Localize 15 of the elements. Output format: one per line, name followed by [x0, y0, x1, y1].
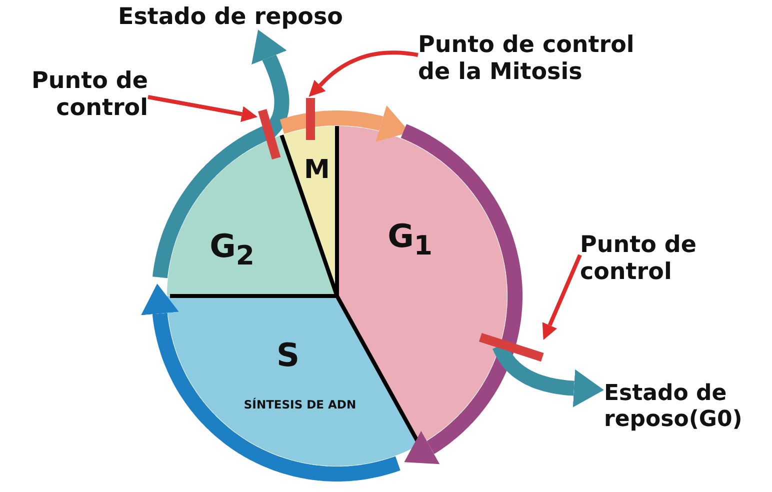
phase-label: S: [276, 339, 300, 371]
cycle-arrow: [399, 124, 522, 464]
phase-description: SÍNTESIS DE ADN: [244, 399, 356, 411]
phase-label: G$_{2}$: [210, 230, 254, 270]
callout-label: Estado de reposo(G0): [604, 381, 772, 433]
pointer-arrow: [542, 254, 582, 340]
phase-label: G$_{1}$: [388, 220, 432, 260]
callout-label: Punto de control de la Mitosis: [418, 32, 670, 86]
pointer-arrow: [148, 95, 258, 122]
callout-label: Punto de control: [580, 232, 712, 286]
callout-label: Estado de reposo: [118, 4, 368, 32]
callout-label: Punto de control: [4, 68, 148, 122]
cycle-arrow: [140, 284, 402, 482]
phase-label: M: [304, 157, 330, 183]
pointer-arrow: [308, 50, 418, 97]
